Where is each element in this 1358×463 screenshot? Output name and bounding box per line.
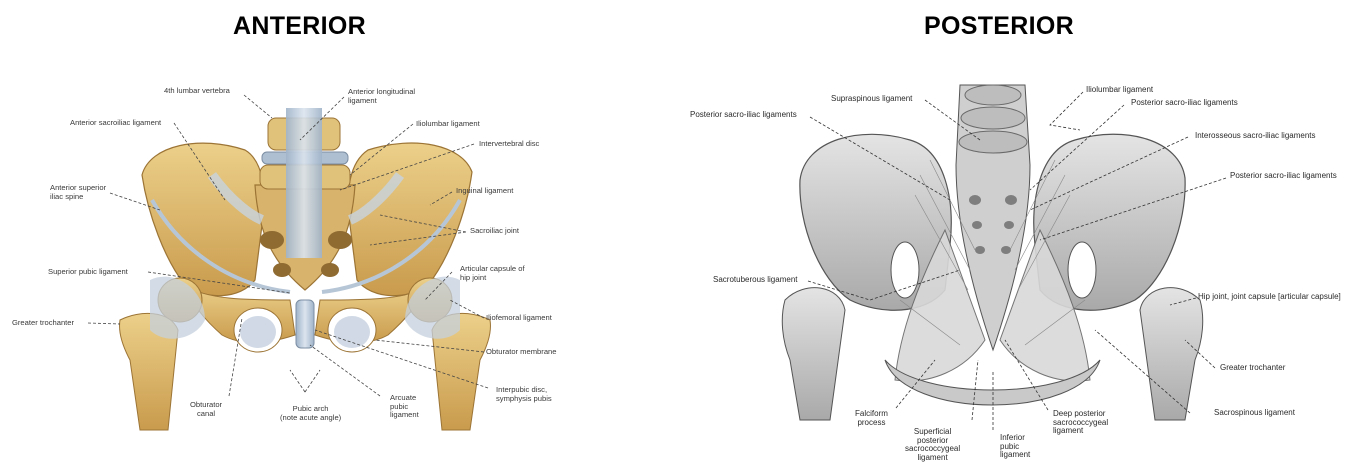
label-iliolumbar-ligament-posterior: Iliolumbar ligament [1086, 86, 1153, 95]
label-interosseous-sacroiliac: Interosseous sacro-iliac ligaments [1195, 132, 1316, 141]
label-posterior-sacroiliac-right: Posterior sacro-iliac ligaments [1230, 172, 1337, 181]
label-interpubic-disc: Interpubic disc, symphysis pubis [496, 386, 552, 403]
label-hip-joint-capsule: Hip joint, joint capsule [articular caps… [1198, 293, 1341, 302]
label-iliolumbar-ligament: Iliolumbar ligament [416, 120, 480, 129]
label-obturator-membrane: Obturator membrane [486, 348, 556, 357]
label-4th-lumbar-vertebra: 4th lumbar vertebra [164, 87, 230, 96]
anterior-bones [119, 108, 490, 430]
label-inferior-pubic-ligament: Inferior pubic ligament [1000, 434, 1030, 460]
label-superficial-sacrococcygeal: Superficial posterior sacrococcygeal lig… [905, 428, 960, 462]
label-inguinal-ligament: Inguinal ligament [456, 187, 513, 196]
label-posterior-sacroiliac-left: Posterior sacro-iliac ligaments [690, 111, 797, 120]
label-anterior-sacroiliac-ligament: Anterior sacroiliac ligament [70, 119, 161, 128]
label-sacrotuberous-ligament: Sacrotuberous ligament [713, 276, 798, 285]
label-obturator-canal: Obturator canal [190, 401, 222, 418]
label-arcuate-pubic-ligament: Arcuate pubic ligament [390, 394, 419, 420]
label-deep-sacrococcygeal: Deep posterior sacrococcygeal ligament [1053, 410, 1108, 436]
label-pubic-arch: Pubic arch (note acute angle) [280, 405, 341, 422]
label-greater-trochanter-posterior: Greater trochanter [1220, 364, 1285, 373]
label-sacroiliac-joint: Sacroiliac joint [470, 227, 519, 236]
label-anterior-longitudinal-ligament: Anterior longitudinal ligament [348, 88, 415, 105]
label-articular-capsule-hip: Articular capsule of hip joint [460, 265, 525, 282]
label-iliofemoral-ligament: Iliofemoral ligament [486, 314, 552, 323]
label-anterior-superior-iliac-spine: Anterior superior iliac spine [50, 184, 106, 201]
label-falciform-process: Falciform process [855, 410, 888, 427]
label-superior-pubic-ligament: Superior pubic ligament [48, 268, 128, 277]
label-sacrospinous-ligament: Sacrospinous ligament [1214, 409, 1295, 418]
label-supraspinous-ligament: Supraspinous ligament [831, 95, 912, 104]
label-intervertebral-disc: Intervertebral disc [479, 140, 539, 149]
label-greater-trochanter-anterior: Greater trochanter [12, 319, 74, 328]
posterior-bones [782, 85, 1202, 420]
label-posterior-sacroiliac-top: Posterior sacro-iliac ligaments [1131, 99, 1238, 108]
